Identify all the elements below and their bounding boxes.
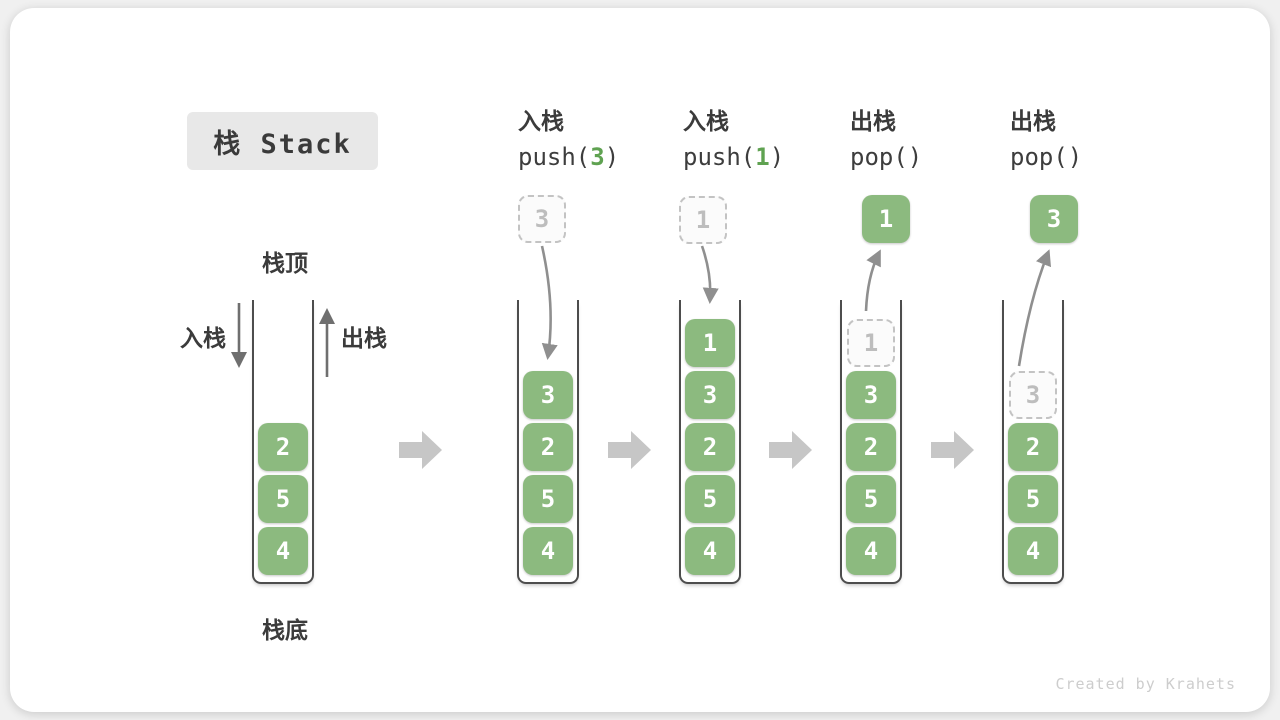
stack-well-5 <box>1002 300 1064 584</box>
stack-well-4 <box>840 300 902 584</box>
pop-side-label: 出栈 <box>341 326 387 352</box>
popped-item: 3 <box>1030 195 1078 243</box>
stack-item: 2 <box>258 423 308 471</box>
stack-item: 2 <box>523 423 573 471</box>
stack-well-1 <box>252 300 314 584</box>
stack-top-label: 栈顶 <box>262 251 308 277</box>
stack-item: 3 <box>523 371 573 419</box>
popped-item: 1 <box>862 195 910 243</box>
stack-item: 5 <box>685 475 735 523</box>
op-call: push(3) <box>518 139 619 175</box>
stack-item: 4 <box>1008 527 1058 575</box>
stack-item: 4 <box>685 527 735 575</box>
call-post: ) <box>769 143 785 171</box>
op-header-push1: 入栈 push(1) <box>683 105 784 175</box>
stack-well-3 <box>679 300 741 584</box>
push-side-label: 入栈 <box>180 326 226 352</box>
stack-bottom-label: 栈底 <box>262 618 308 644</box>
stack-item: 3 <box>685 371 735 419</box>
op-label: 出栈 <box>850 109 896 135</box>
call-arg: 3 <box>590 143 605 171</box>
op-header-pop-1: 出栈 pop() <box>850 105 922 175</box>
stack-item: 1 <box>685 319 735 367</box>
op-header-push3: 入栈 push(3) <box>518 105 619 175</box>
call-post: ) <box>604 143 620 171</box>
page-title: 栈 Stack <box>213 128 352 160</box>
op-label: 出栈 <box>1010 109 1056 135</box>
call-pre: push( <box>518 143 591 171</box>
watermark-credit: Created by Krahets <box>1055 675 1236 693</box>
incoming-ghost-item: 3 <box>518 195 566 243</box>
op-call: pop() <box>850 143 923 171</box>
stack-item: 2 <box>685 423 735 471</box>
op-label: 入栈 <box>683 109 729 135</box>
stack-item: 2 <box>846 423 896 471</box>
op-header-pop-2: 出栈 pop() <box>1010 105 1082 175</box>
call-arg: 1 <box>755 143 770 171</box>
stack-item: 5 <box>1008 475 1058 523</box>
op-call: pop() <box>1010 143 1083 171</box>
stack-item: 5 <box>523 475 573 523</box>
stack-item: 4 <box>523 527 573 575</box>
stack-item: 2 <box>1008 423 1058 471</box>
removed-ghost-item: 1 <box>847 319 895 367</box>
removed-ghost-item: 3 <box>1009 371 1057 419</box>
stack-item: 3 <box>846 371 896 419</box>
stack-item: 4 <box>258 527 308 575</box>
stack-well-2 <box>517 300 579 584</box>
op-label: 入栈 <box>518 109 564 135</box>
stack-item: 5 <box>258 475 308 523</box>
call-pre: push( <box>683 143 756 171</box>
op-call: push(1) <box>683 139 784 175</box>
title-chip: 栈 Stack <box>187 112 378 170</box>
incoming-ghost-item: 1 <box>679 196 727 244</box>
stack-item: 5 <box>846 475 896 523</box>
stack-item: 4 <box>846 527 896 575</box>
